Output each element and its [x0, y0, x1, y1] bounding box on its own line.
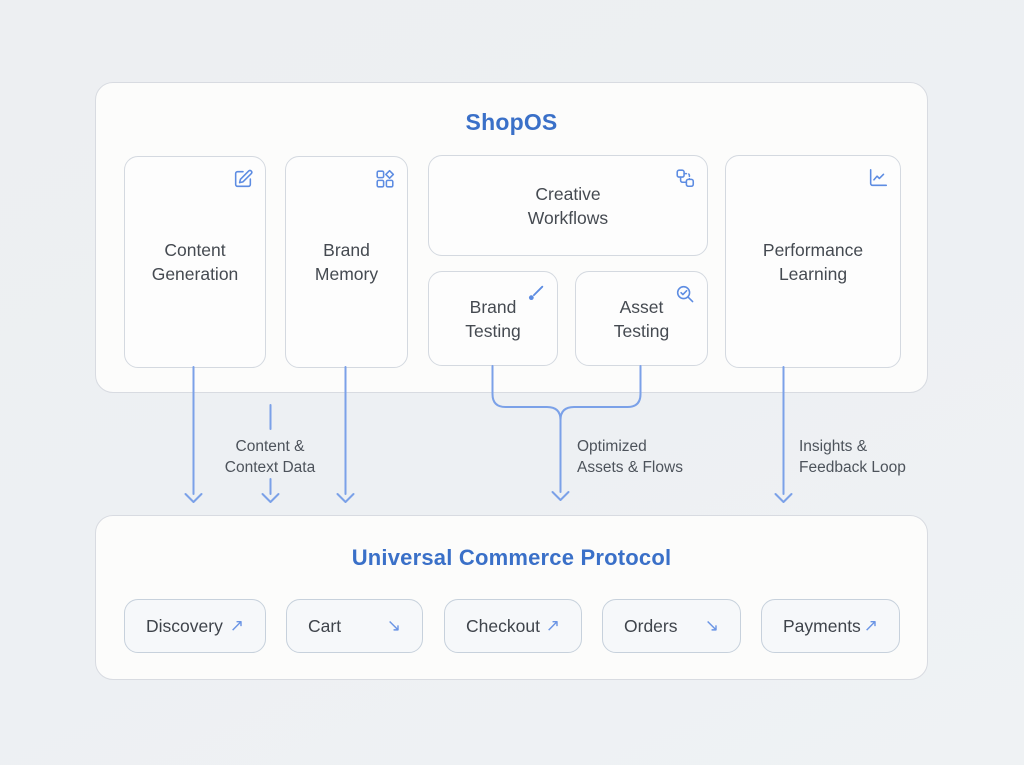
ucp-endpoint-cart: Cart ↘ — [286, 599, 423, 653]
module-content-generation: Content Generation — [124, 156, 266, 368]
ucp-endpoint-payments: Payments ↗ — [761, 599, 900, 653]
flow-label-content-context: Content & Context Data — [195, 436, 345, 478]
module-label: Asset Testing — [613, 296, 670, 341]
flow-label-line: Context Data — [224, 459, 316, 476]
flow-label-line: Assets & Flows — [577, 459, 683, 476]
category-grid-icon — [374, 168, 396, 190]
search-check-icon — [674, 283, 696, 305]
arrow-down-right-icon: ↘ — [704, 616, 719, 635]
flow-label-line: Insights & — [799, 438, 868, 455]
module-brand-testing: Brand Testing — [428, 271, 558, 366]
module-label: Brand Testing — [465, 296, 521, 341]
ucp-endpoint-discovery: Discovery ↗ — [124, 599, 266, 653]
shopos-panel: ShopOS Content Generation Brand Memory — [95, 82, 928, 393]
arrow-context-data — [261, 478, 280, 503]
ucp-panel: Universal Commerce Protocol Discovery ↗ … — [95, 515, 928, 680]
module-label: Creative Workflows — [527, 183, 609, 228]
endpoint-label: Payments — [783, 615, 861, 636]
flow-label-optimized-assets: Optimized Assets & Flows — [577, 436, 683, 478]
endpoint-label: Orders — [624, 615, 678, 636]
module-label: Brand Memory — [314, 240, 379, 284]
module-creative-workflows: Creative Workflows — [428, 155, 708, 256]
edit-icon — [232, 168, 254, 190]
shopos-title: ShopOS — [465, 109, 558, 135]
ucp-endpoint-checkout: Checkout ↗ — [444, 599, 582, 653]
endpoint-label: Cart — [308, 615, 342, 636]
flow-label-line: Feedback Loop — [799, 459, 906, 476]
arrow-up-right-icon: ↗ — [863, 616, 878, 635]
flow-label-line: Content & — [235, 438, 305, 455]
arrow-down-right-icon: ↘ — [386, 616, 401, 635]
workflow-icon — [674, 167, 696, 189]
paintbrush-icon — [524, 283, 546, 305]
flow-label-line: Optimized — [577, 438, 647, 455]
arrow-up-right-icon: ↗ — [229, 616, 244, 635]
arrow-up-right-icon: ↗ — [545, 616, 560, 635]
module-asset-testing: Asset Testing — [575, 271, 708, 366]
module-label: Performance Learning — [762, 239, 864, 284]
ucp-endpoint-orders: Orders ↘ — [602, 599, 741, 653]
endpoint-label: Checkout — [466, 615, 540, 636]
module-performance-learning: Performance Learning — [725, 155, 901, 368]
module-label: Content Generation — [151, 240, 239, 284]
line-chart-icon — [867, 167, 889, 189]
endpoint-label: Discovery — [146, 615, 223, 636]
ucp-title: Universal Commerce Protocol — [351, 545, 672, 570]
flow-label-insights-feedback: Insights & Feedback Loop — [799, 436, 906, 478]
arrow-optimized-assets — [551, 491, 570, 501]
module-brand-memory: Brand Memory — [285, 156, 408, 368]
